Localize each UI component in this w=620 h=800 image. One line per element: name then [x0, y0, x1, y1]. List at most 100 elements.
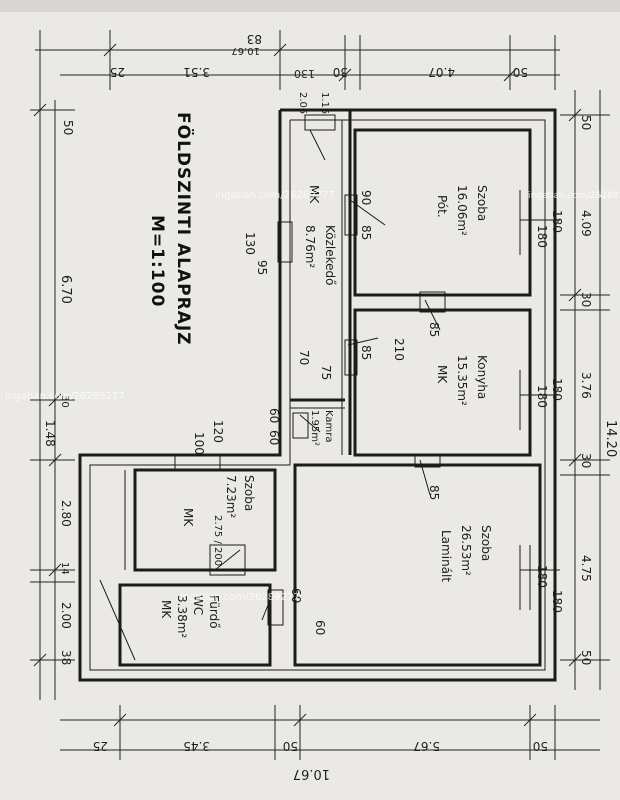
opening-label-1: 180	[535, 385, 549, 408]
room-leftroom: Szoba 7.23m² 2.75 / 200	[212, 475, 256, 566]
room-leftroom-name: Szoba	[242, 475, 256, 511]
dim-top-total: 10.67	[231, 45, 260, 56]
door-corridor-top	[304, 114, 336, 161]
dim-left-total: 6.70	[58, 275, 73, 304]
dim-bottom-seg-2: 50	[283, 739, 298, 753]
dim-left-seg-0: 50	[61, 120, 75, 135]
opening-label-2: 180	[535, 565, 549, 588]
window-middle	[519, 370, 560, 430]
opening-label-19: 100	[192, 432, 206, 455]
door-top-room	[344, 194, 386, 236]
opening-label-17: 120	[211, 420, 225, 443]
dim-left-seg-1: 1.48	[43, 420, 57, 447]
room-top-floor: Pót.	[435, 195, 449, 218]
paper-shadow	[0, 0, 620, 12]
dim-right-seg-1: 4.09	[579, 210, 593, 237]
left-dimension-chain	[30, 30, 75, 700]
room-bath-name: WC	[191, 595, 205, 615]
dim-bottom-total: 10.67	[293, 766, 330, 781]
opening-label-11: 60	[267, 408, 281, 423]
opening-label-21: 60	[267, 430, 281, 445]
opening-label-15: 130	[243, 232, 257, 255]
opening-label-5: 180	[550, 590, 564, 613]
dim-bottom-seg-4: 50	[533, 739, 548, 753]
room-leftroom-area: 7.23m²	[224, 475, 238, 518]
room-leftroom-extra: 2.75 / 200	[212, 515, 223, 566]
dim-right-seg-5: 4.75	[579, 555, 593, 582]
dim-top-small-1: 130	[294, 67, 315, 80]
dim-right-total: 14.20	[603, 420, 618, 457]
room-middle-name: Konyha	[475, 355, 489, 399]
dim-left-seg-6: 38	[59, 650, 73, 665]
window-bottom	[519, 545, 560, 610]
dim-top-seg-0: 25	[110, 65, 125, 79]
dim-bottom-seg-0: 25	[93, 739, 108, 753]
opening-label-3: 180	[550, 210, 564, 233]
opening-label-18: 95	[255, 260, 269, 275]
plan-title: FÖLDSZINTI ALAPRAJZ	[173, 112, 195, 345]
room-corridor-floor: MK	[307, 185, 321, 204]
room-bath: Fürdő WC 3.38m² MK	[159, 595, 221, 638]
room-bottom-area: 26.53m²	[459, 525, 473, 576]
room-bath-floor: MK	[159, 600, 173, 619]
walls	[78, 108, 557, 682]
room-pantry: Kamra 1.95m²	[309, 410, 334, 446]
room-pantry-name: Kamra	[323, 410, 334, 443]
door-kitchen	[344, 337, 379, 376]
room-bottom: Szoba 26.53m² Laminált	[439, 525, 493, 582]
bottom-dimension-chain	[60, 705, 600, 760]
dim-top-small-2: 2.05	[297, 92, 308, 114]
dim-left-seg-4: 14	[59, 562, 70, 575]
room-top-name: Szoba	[475, 185, 489, 221]
room-top-area: 16.06m²	[455, 185, 469, 236]
dim-left-seg-5: 2.00	[59, 602, 73, 629]
room-bottom-floor: Laminált	[439, 530, 453, 582]
dim-top-seg-3: 4.07	[428, 65, 455, 79]
opening-label-7: 85	[359, 345, 373, 360]
room-middle: Konyha 15.35m² MK	[435, 355, 489, 406]
right-dimension-chain	[560, 90, 610, 690]
dim-top-seg-2: 30	[333, 65, 348, 79]
room-corridor: Közlekedő 8.76m²	[303, 225, 337, 286]
opening-label-9: 85	[427, 485, 441, 500]
watermark-3: ingatlan.com/26289277	[180, 592, 300, 603]
room-leftroom-floor: MK	[181, 508, 195, 527]
dim-top-seg-4: 50	[513, 65, 528, 79]
room-bottom-name: Szoba	[479, 525, 493, 561]
opening-label-0: 180	[535, 225, 549, 248]
door-between-rooms-2	[414, 454, 441, 496]
opening-label-12: 60	[313, 620, 327, 635]
window-top	[519, 190, 560, 255]
room-bath-area: 3.38m²	[175, 595, 189, 638]
room-corridor-name: Közlekedő	[323, 225, 337, 286]
room-bath-title: Fürdő	[207, 595, 221, 629]
room-middle-floor: MK	[435, 365, 449, 384]
watermark-1: ingatlan.com/26289277	[215, 190, 335, 201]
opening-label-16: 210	[392, 338, 406, 361]
dim-left-seg-2: 30	[59, 395, 70, 408]
opening-label-6: 85	[359, 225, 373, 240]
door-pantry	[292, 412, 321, 439]
openings	[174, 114, 560, 626]
opening-label-4: 180	[550, 378, 564, 401]
top-dimension-chain	[35, 30, 560, 90]
dim-right-seg-2: 30	[579, 292, 593, 307]
watermark-2: ingatlan.com/26289277	[528, 191, 620, 201]
watermark-0: ingatlan.com/26289277	[5, 391, 125, 402]
room-middle-area: 15.35m²	[455, 355, 469, 406]
room-corridor-area: 8.76m²	[303, 225, 317, 268]
opening-label-10: 75	[319, 365, 333, 380]
plan-scale: M=1:100	[147, 215, 167, 307]
opening-label-20: 70	[297, 350, 311, 365]
dim-top-seg-1: 3.51	[183, 65, 210, 79]
dim-right-seg-4: 30	[579, 453, 593, 468]
dim-right-seg-3: 3.76	[579, 372, 593, 399]
opening-label-14: 90	[359, 190, 373, 205]
door-corridor-side	[277, 221, 293, 263]
dim-right-seg-6: 50	[579, 650, 593, 665]
dim-bottom-seg-3: 5.67	[413, 739, 440, 753]
room-pantry-area: 1.95m²	[309, 410, 320, 446]
opening-label-13: 60	[289, 588, 303, 603]
door-left-room	[174, 454, 246, 576]
